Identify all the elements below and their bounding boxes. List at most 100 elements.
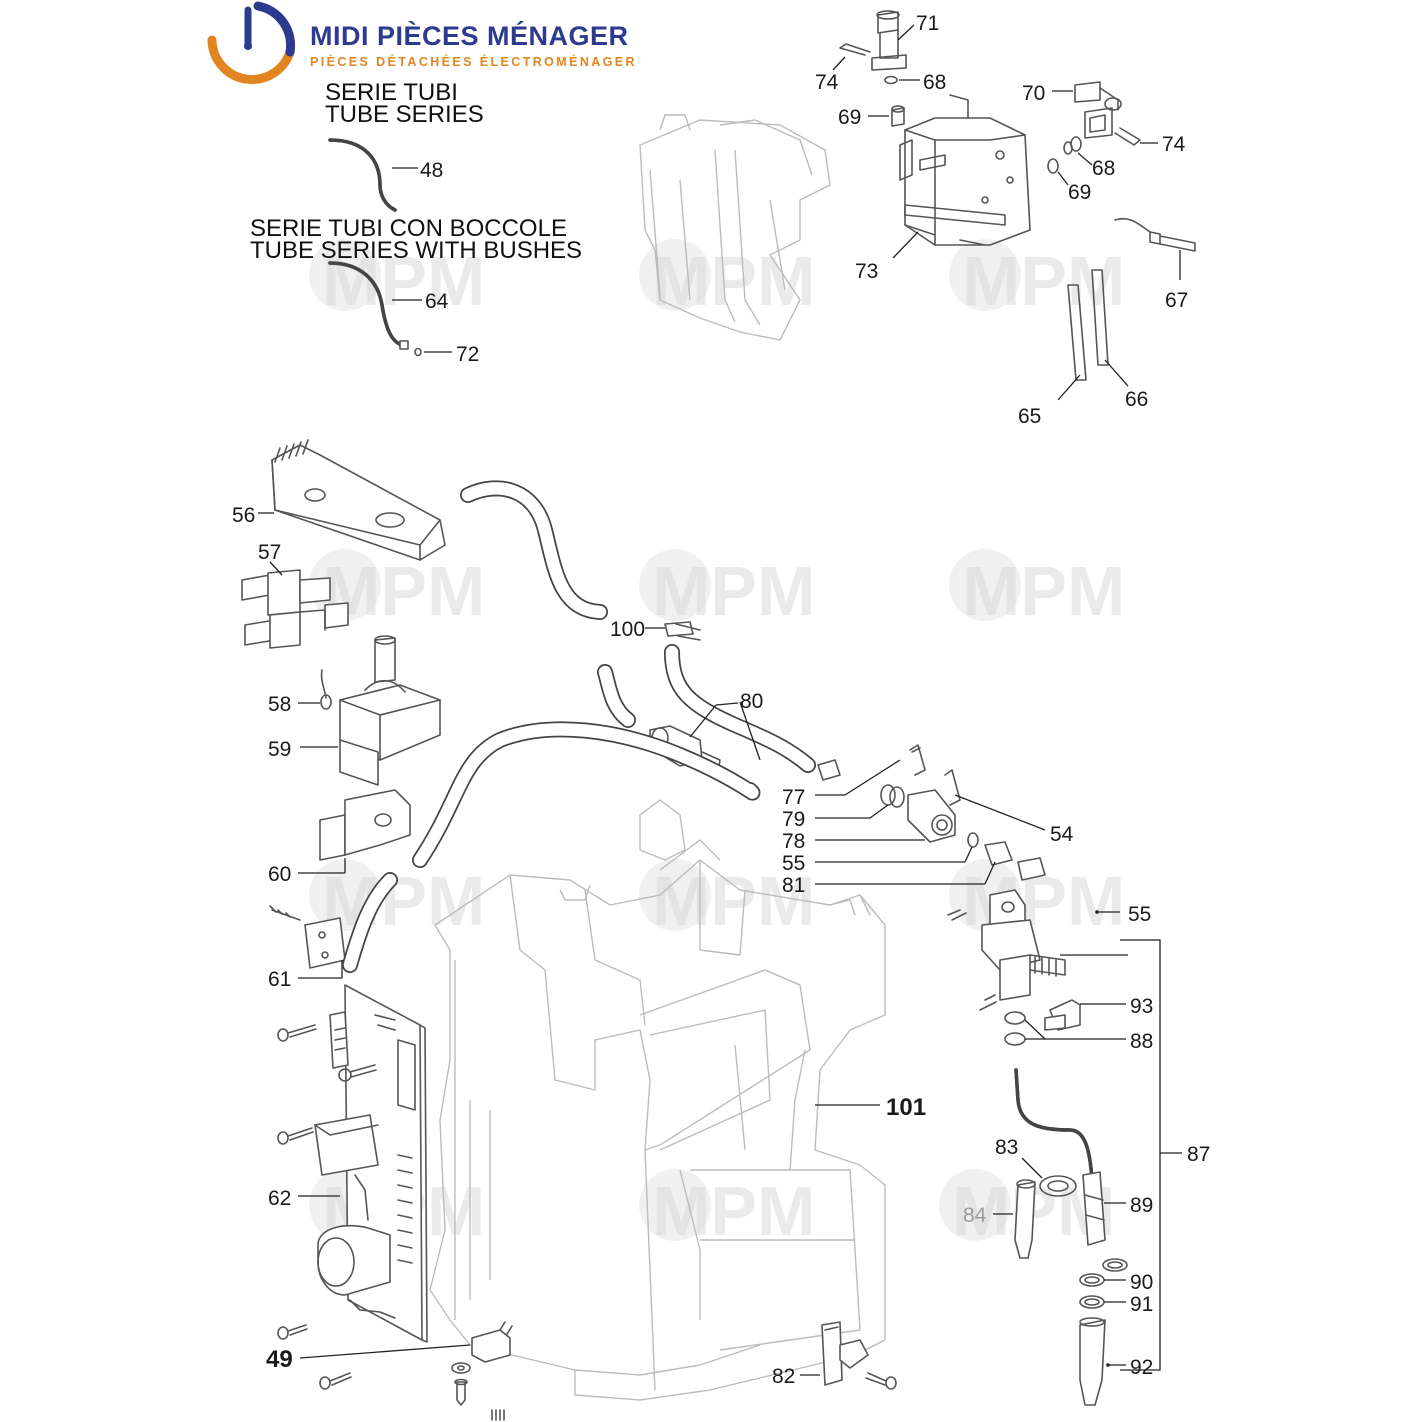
part-57-fitting: 57: [241, 541, 349, 649]
screw: [277, 1024, 317, 1042]
brand-name: MIDI PIÈCES MÉNAGER: [310, 20, 629, 51]
part-82-clip: 82: [772, 1321, 869, 1388]
screw: [319, 1372, 352, 1390]
label-67: 67: [1165, 289, 1188, 312]
part-49-switch: 49: [266, 1321, 513, 1373]
part-48-tube: 48: [328, 138, 443, 212]
label-82: 82: [772, 1365, 795, 1388]
part-65-66-rods: 65 66: [1018, 269, 1148, 428]
label-71: 71: [916, 12, 939, 35]
svg-text:MPM: MPM: [322, 242, 485, 320]
part-77-clip: 77: [782, 744, 926, 809]
hose-top: 100: [460, 480, 701, 641]
logo-ring-blue: [253, 1, 296, 57]
label-68b: 68: [1092, 157, 1115, 180]
brand-logo: MIDI PIÈCES MÉNAGER PIÈCES DÉTACHÉES ÉLE…: [207, 1, 637, 85]
label-101: 101: [886, 1094, 926, 1121]
label-69b: 69: [1068, 181, 1091, 204]
svg-text:MPM: MPM: [652, 1172, 815, 1250]
label-68a: 68: [923, 71, 946, 94]
series-bushes-en: TUBE SERIES WITH BUSHES: [250, 237, 582, 264]
part-55-oring: 55: [782, 832, 979, 875]
part-62-pcb: 62: [268, 984, 428, 1343]
label-62: 62: [268, 1187, 291, 1210]
part-54-clip: 54: [944, 769, 1074, 846]
screw: [865, 1372, 897, 1390]
label-54: 54: [1050, 823, 1074, 846]
screw: [277, 1324, 308, 1340]
watermark: MPM: [949, 549, 1125, 630]
label-74b: 74: [1162, 133, 1186, 156]
label-56: 56: [232, 504, 255, 527]
part-78-coupling: 78: [782, 789, 956, 853]
screw: [338, 1064, 377, 1082]
watermark: MPM: [639, 549, 815, 630]
label-61: 61: [268, 968, 291, 991]
part-81-pin: 81: [782, 841, 1046, 897]
label-78: 78: [782, 830, 805, 853]
label-48: 48: [420, 159, 443, 182]
label-59: 59: [268, 738, 291, 761]
watermark: MPM: [949, 239, 1125, 320]
label-88: 88: [1130, 1030, 1153, 1053]
series-bushes-it: SERIE TUBI CON BOCCOLE: [250, 215, 567, 242]
part-80-filter-hose: 80: [342, 644, 841, 973]
part-67-sensor: 67: [1114, 217, 1196, 312]
svg-text:MPM: MPM: [962, 242, 1125, 320]
part-59-pump: 59: [268, 635, 441, 786]
label-91: 91: [1130, 1293, 1153, 1316]
label-93: 93: [1130, 995, 1153, 1018]
watermark: MPM: [639, 239, 815, 320]
brand-tagline: PIÈCES DÉTACHÉES ÉLECTROMÉNAGER: [310, 54, 637, 69]
label-90: 90: [1130, 1271, 1153, 1294]
watermarks: MPM MPM MPM MPM MPM MPM MPM MPM MPM MPM …: [309, 239, 1125, 1250]
label-89: 89: [1130, 1194, 1153, 1217]
svg-text:MPM: MPM: [322, 552, 485, 630]
screw: [451, 1362, 471, 1406]
label-83: 83: [995, 1136, 1018, 1159]
label-80: 80: [740, 690, 763, 713]
label-64: 64: [425, 290, 449, 313]
part-79-ring: 79: [782, 784, 905, 831]
label-81: 81: [782, 874, 805, 897]
label-79: 79: [782, 808, 805, 831]
label-55a: 55: [782, 852, 805, 875]
label-100: 100: [610, 618, 645, 641]
part-58-component: 58: [268, 669, 332, 716]
part-64-tube-with-bushes: 64 72: [328, 261, 479, 366]
label-49: 49: [266, 1346, 293, 1373]
logo-ring-orange: [207, 35, 295, 85]
label-87: 87: [1187, 1143, 1210, 1166]
screw: [277, 1127, 314, 1145]
label-60: 60: [268, 863, 291, 886]
series-tubes-it: SERIE TUBI: [325, 79, 458, 106]
water-tank: [639, 114, 831, 341]
svg-text:MPM: MPM: [962, 552, 1125, 630]
svg-text:MPM: MPM: [322, 862, 485, 940]
label-65: 65: [1018, 405, 1041, 428]
watermark: MPM: [639, 1169, 815, 1250]
part-73-boiler: 73: [855, 94, 1031, 283]
label-84: 84: [963, 1204, 987, 1227]
watermark: MPM: [309, 239, 485, 320]
label-58: 58: [268, 693, 291, 716]
watermark: MPM: [309, 549, 485, 630]
label-77: 77: [782, 786, 805, 809]
part-60-bracket: 60: [268, 789, 411, 886]
label-66: 66: [1125, 388, 1148, 411]
label-55b: 55: [1128, 903, 1151, 926]
part-56-cover: 56: [232, 439, 446, 561]
svg-text:MPM: MPM: [652, 552, 815, 630]
label-57: 57: [258, 541, 281, 564]
screws: [277, 1024, 897, 1406]
label-74a: 74: [815, 71, 839, 94]
label-72: 72: [456, 343, 479, 366]
part-70-valve: 70 74 68 69: [1022, 81, 1186, 204]
label-73: 73: [855, 260, 878, 283]
part-101-frame: 101: [429, 799, 926, 1401]
svg-text:MPM: MPM: [652, 242, 815, 320]
part-87-steam-assembly: 55 93 88 83 84 89: [947, 889, 1210, 1406]
series-tubes-en: TUBE SERIES: [325, 101, 484, 128]
label-92: 92: [1130, 1356, 1153, 1379]
